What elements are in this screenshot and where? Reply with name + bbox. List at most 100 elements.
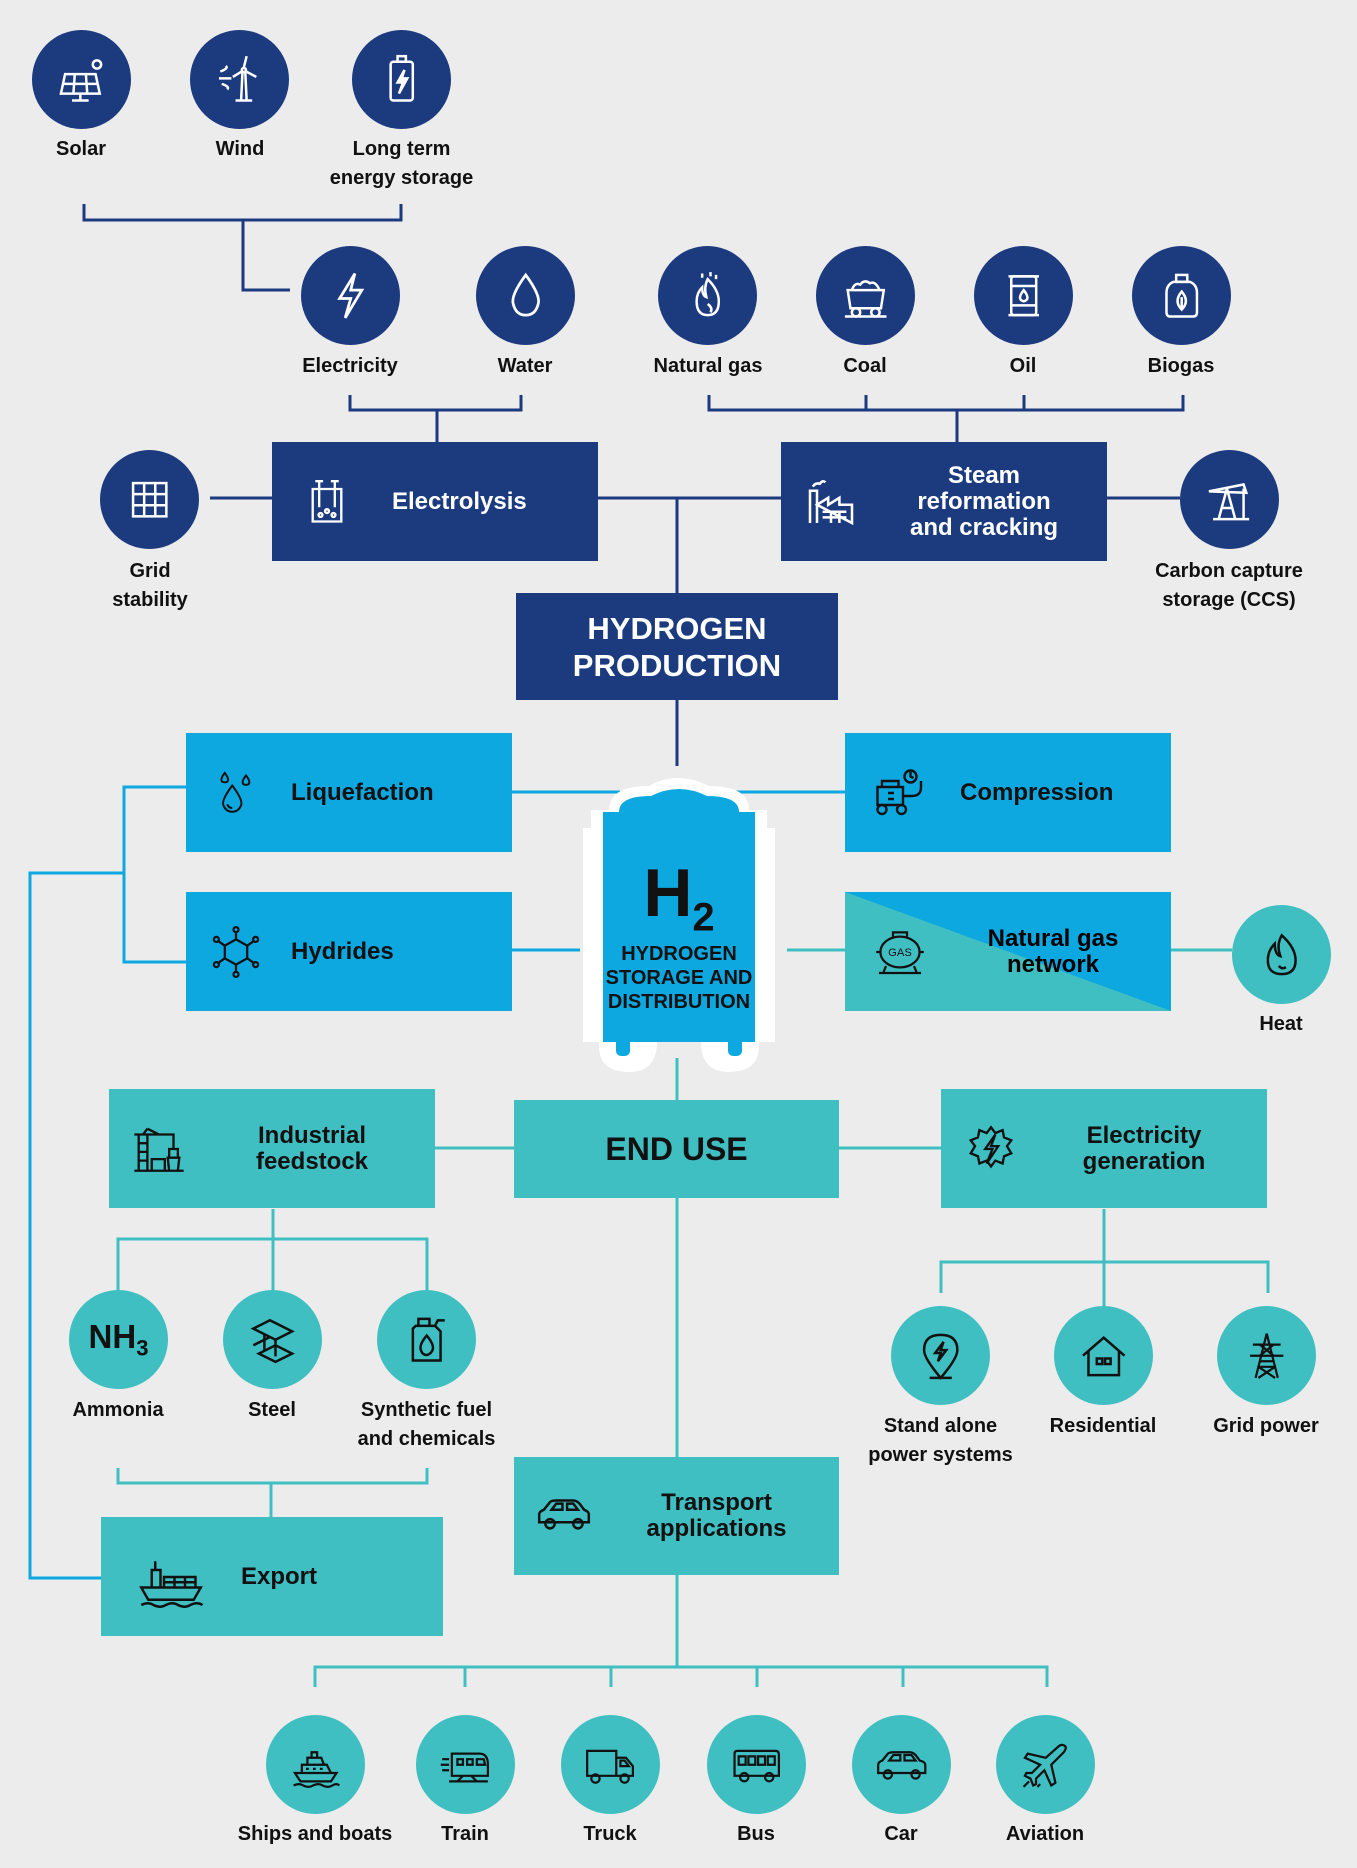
biogas-label: Biogas — [1147, 355, 1215, 377]
solar-circle — [32, 30, 131, 129]
cargo-ship-icon — [139, 1560, 204, 1608]
solar-label: Solar — [55, 138, 107, 160]
ammonia-label: Ammonia — [72, 1399, 164, 1421]
truck-label: Truck — [583, 1823, 637, 1845]
train-circle — [416, 1715, 515, 1814]
pylon-icon — [1249, 1333, 1284, 1379]
hydrogen-production-title: HYDROGEN PRODUCTION — [572, 610, 782, 683]
gear-lightning-icon — [968, 1124, 1014, 1168]
compression-box: Compression — [845, 733, 1171, 852]
gas-tank-icon: GAS — [876, 930, 924, 974]
ccs-circle — [1180, 450, 1279, 549]
gas-tank-text: GAS — [888, 947, 912, 959]
hydrogen-production-box: HYDROGEN PRODUCTION — [516, 593, 838, 700]
steam-reformation-label: Steam reformation and cracking — [909, 461, 1059, 541]
h2-symbol: H2 — [643, 855, 715, 940]
steel-beam-icon — [250, 1318, 295, 1364]
oil-circle — [974, 246, 1073, 345]
industrial-feedstock-box: Industrial feedstock — [109, 1089, 435, 1208]
oil-label: Oil — [1009, 355, 1037, 377]
natural-gas-label: Natural gas — [653, 355, 763, 377]
residential-label: Residential — [1049, 1415, 1157, 1437]
wind-label: Wind — [215, 138, 265, 160]
biogas-circle — [1132, 246, 1231, 345]
electrolysis-label: Electrolysis — [392, 487, 527, 515]
car-icon — [537, 1499, 591, 1530]
electricity-circle — [301, 246, 400, 345]
h2-storage-tank: H2 HYDROGEN STORAGE AND DISTRIBUTION — [569, 772, 789, 1080]
end-use-box: END USE — [514, 1100, 839, 1198]
long-term-storage-circle — [352, 30, 451, 129]
truck-icon — [585, 1749, 634, 1784]
long-term-storage-label: Long term energy storage — [329, 138, 474, 189]
lightning-icon — [336, 272, 365, 319]
car-circle — [852, 1715, 951, 1814]
ammonia-circle: NH3 — [69, 1290, 168, 1389]
grid-power-label: Grid power — [1213, 1415, 1319, 1437]
residential-circle — [1054, 1306, 1153, 1405]
water-label: Water — [497, 355, 553, 377]
aviation-label: Aviation — [1005, 1823, 1085, 1845]
steam-reformation-box: Steam reformation and cracking — [781, 442, 1107, 561]
battery-icon — [389, 54, 414, 102]
aviation-circle — [996, 1715, 1095, 1814]
standalone-power-circle — [891, 1306, 990, 1405]
gas-network-label: Natural gas network — [987, 924, 1119, 978]
molecule-icon — [212, 925, 260, 978]
pump-jack-icon — [1208, 482, 1249, 521]
steel-label: Steel — [248, 1399, 296, 1421]
electrolysis-box: Electrolysis — [272, 442, 598, 561]
bus-icon — [733, 1749, 780, 1783]
coal-circle — [816, 246, 915, 345]
train-icon — [440, 1752, 489, 1783]
water-drop-icon — [511, 272, 540, 317]
ship-icon — [292, 1750, 340, 1788]
grid-stability-label: Grid stability — [112, 560, 188, 611]
grid-icon — [131, 481, 168, 518]
ships-label: Ships and boats — [237, 1823, 393, 1845]
wind-turbine-icon — [218, 55, 257, 102]
compressor-icon — [876, 768, 923, 815]
ccs-label: Carbon capture storage (CCS) — [1155, 560, 1303, 611]
coal-cart-icon — [844, 280, 887, 318]
grid-stability-circle — [100, 450, 199, 549]
solar-panel-icon — [59, 58, 103, 102]
flame-icon — [1266, 933, 1297, 976]
oil-barrel-icon — [1008, 274, 1039, 317]
hydrides-label: Hydrides — [291, 937, 394, 965]
natural-gas-circle — [658, 246, 757, 345]
car-icon — [876, 1750, 927, 1780]
electricity-label: Electricity — [302, 355, 398, 377]
house-icon — [1081, 1335, 1126, 1377]
heat-label: Heat — [1259, 1013, 1303, 1035]
export-label: Export — [241, 1562, 318, 1590]
hydrides-box: Hydrides — [186, 892, 512, 1011]
droplets-icon — [220, 770, 251, 813]
gas-cylinder-icon — [1165, 273, 1198, 318]
bus-circle — [707, 1715, 806, 1814]
liquefaction-label: Liquefaction — [291, 778, 434, 806]
compression-label: Compression — [960, 778, 1114, 806]
grid-power-circle — [1217, 1306, 1316, 1405]
electricity-generation-label: Electricity generation — [1082, 1121, 1206, 1175]
factory-icon — [808, 479, 854, 525]
coal-label: Coal — [843, 355, 887, 377]
ammonia-symbol: NH3 — [88, 1317, 149, 1361]
industrial-feedstock-label: Industrial feedstock — [255, 1121, 369, 1175]
ships-circle — [266, 1715, 365, 1814]
airplane-icon — [1022, 1743, 1067, 1788]
truck-circle — [561, 1715, 660, 1814]
liquefaction-box: Liquefaction — [186, 733, 512, 852]
fuel-can-icon — [411, 1317, 445, 1362]
transport-applications-label: Transport applications — [646, 1489, 787, 1542]
heat-circle — [1232, 905, 1331, 1004]
standalone-power-label: Stand alone power systems — [868, 1415, 1013, 1466]
train-label: Train — [441, 1823, 489, 1845]
h2-tank-shape — [583, 778, 775, 1072]
synthetic-fuel-label: Synthetic fuel and chemicals — [357, 1399, 496, 1450]
crane-icon — [134, 1127, 184, 1172]
electricity-generation-box: Electricity generation — [941, 1089, 1267, 1208]
car-label: Car — [884, 1823, 918, 1845]
